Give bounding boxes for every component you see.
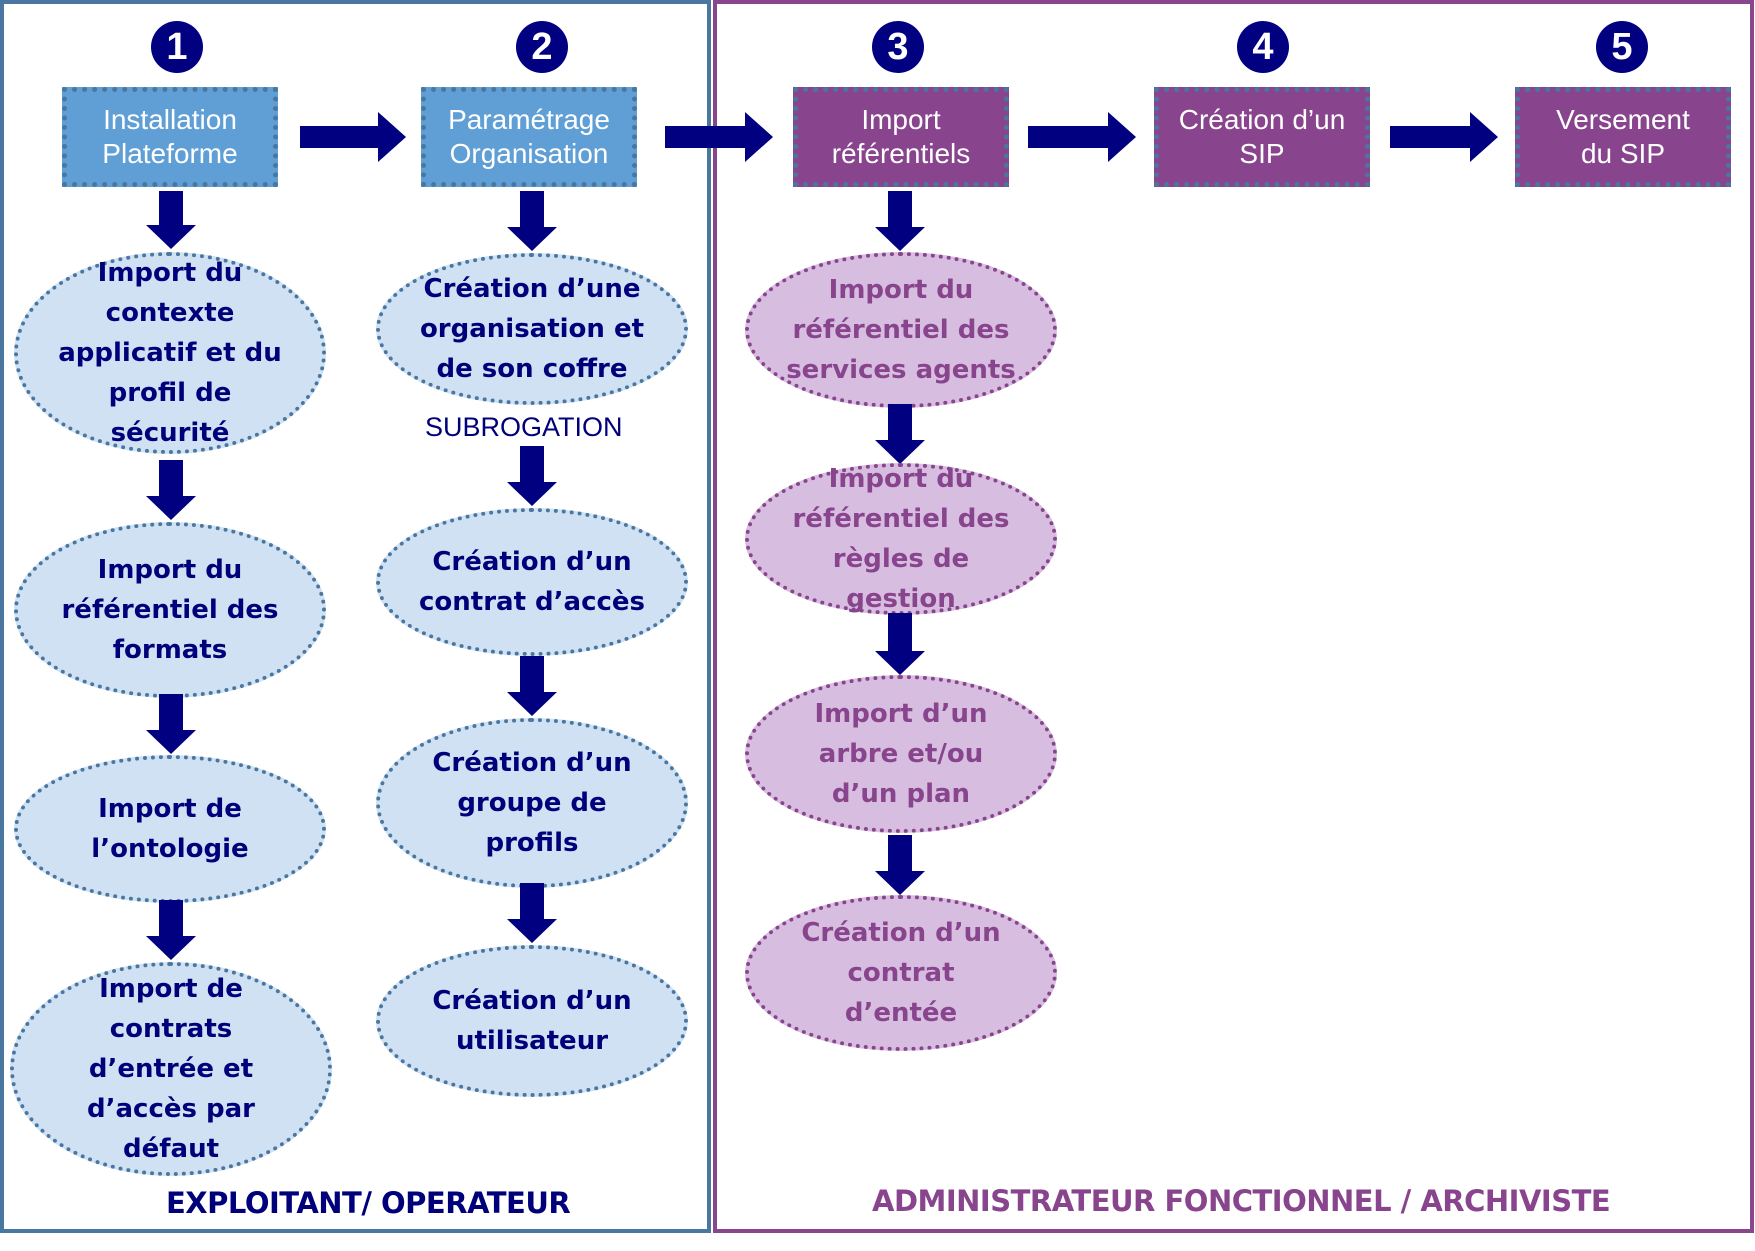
task-creation-organisation-coffre: Création d’une organisation et de son co… (376, 253, 688, 405)
task-import-referentiel-services-agents: Import du référentiel des services agent… (745, 252, 1057, 408)
arrow-down-icon (146, 900, 196, 960)
arrow-right-icon (1390, 112, 1498, 162)
arrow-right-icon (300, 112, 406, 162)
arrow-down-icon (875, 191, 925, 251)
task-import-referentiel-regles-gestion: Import du référentiel des règles de gest… (745, 463, 1057, 615)
step-installation-plateforme: Installation Plateforme (62, 87, 278, 187)
task-import-ontologie: Import de l’ontologie (14, 755, 326, 903)
task-import-arbre-plan: Import d’un arbre et/ou d’un plan (745, 675, 1057, 833)
role-label-admin: ADMINISTRATEUR FONCTIONNEL / ARCHIVISTE (872, 1184, 1611, 1218)
task-creation-groupe-profils: Création d’un groupe de profils (376, 718, 688, 888)
task-import-contrats-defaut: Import de contrats d’entrée et d’accès p… (10, 962, 332, 1176)
step-3-number-badge: 3 (872, 21, 924, 73)
arrow-down-icon (507, 446, 557, 506)
arrow-down-icon (875, 613, 925, 675)
admin-panel (713, 0, 1754, 1233)
arrow-down-icon (146, 694, 196, 754)
arrow-right-icon (665, 112, 773, 162)
arrow-down-icon (146, 191, 196, 249)
arrow-down-icon (146, 460, 196, 520)
task-creation-contrat-acces: Création d’un contrat d’accès (376, 508, 688, 656)
arrow-right-icon (1028, 112, 1136, 162)
step-creation-sip: Création d’un SIP (1154, 87, 1370, 187)
step-versement-sip: Versement du SIP (1515, 87, 1731, 187)
subrogation-label: SUBROGATION (425, 412, 623, 442)
task-import-contexte-applicatif: Import du contexte applicatif et du prof… (14, 252, 326, 454)
arrow-down-icon (875, 835, 925, 895)
operator-panel (0, 0, 711, 1233)
task-creation-utilisateur: Création d’un utilisateur (376, 945, 688, 1097)
role-label-operator: EXPLOITANT/ OPERATEUR (166, 1186, 571, 1220)
arrow-down-icon (507, 883, 557, 943)
step-5-number-badge: 5 (1596, 21, 1648, 73)
task-creation-contrat-entree: Création d’un contrat d’entée (745, 895, 1057, 1051)
step-1-number-badge: 1 (151, 21, 203, 73)
task-import-referentiel-formats: Import du référentiel des formats (14, 522, 326, 698)
arrow-down-icon (507, 191, 557, 251)
step-4-number-badge: 4 (1237, 21, 1289, 73)
step-2-number-badge: 2 (516, 21, 568, 73)
step-import-referentiels: Import référentiels (793, 87, 1009, 187)
arrow-down-icon (875, 404, 925, 464)
arrow-down-icon (507, 656, 557, 716)
step-parametrage-organisation: Paramétrage Organisation (421, 87, 637, 187)
